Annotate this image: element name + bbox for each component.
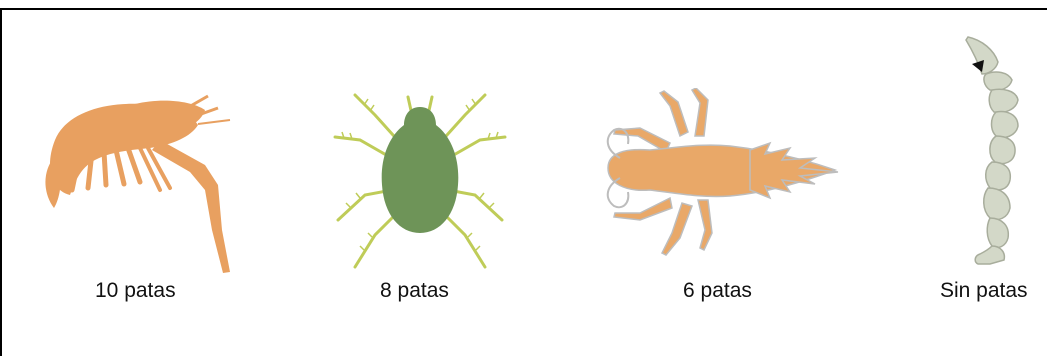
insect-larva-icon [600,88,840,263]
mite-icon [330,85,510,275]
shrimp-icon [40,90,250,280]
insect-larva-legs-label: 6 patas [683,279,752,303]
mite-legs-label: 8 patas [380,279,449,303]
legless-larva-label: Sin patas [940,279,1028,303]
legless-larva-icon [960,32,1030,272]
shrimp-legs-label: 10 patas [95,279,176,303]
